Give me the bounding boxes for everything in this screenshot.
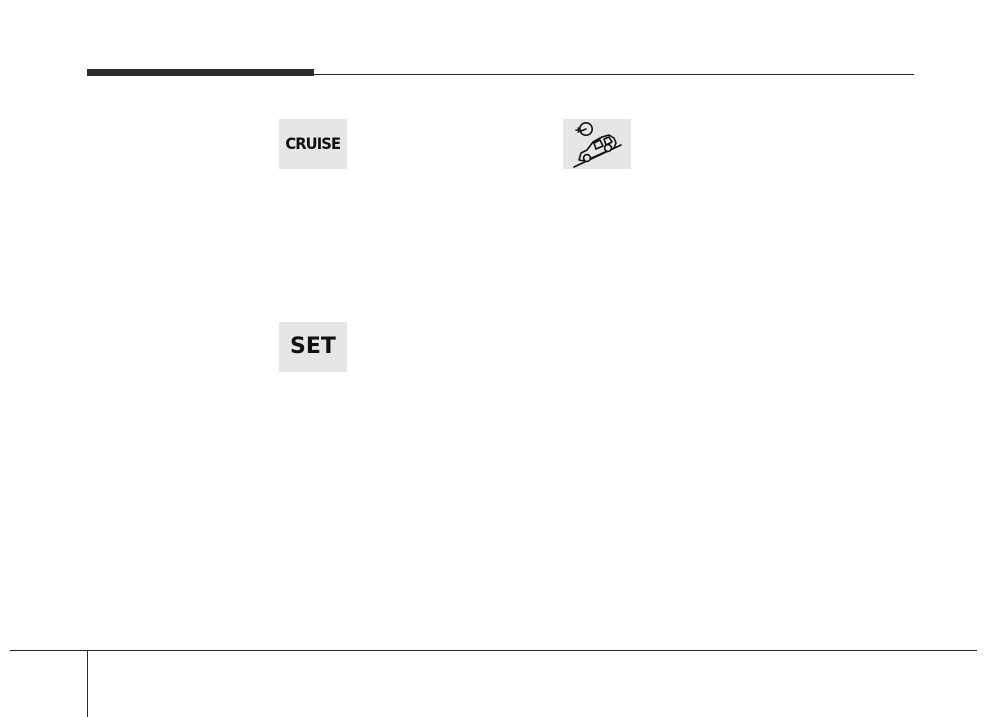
footer-rule — [10, 650, 977, 651]
set-indicator-label: SET — [290, 334, 336, 359]
downhill-brake-control-icon — [563, 119, 631, 169]
cruise-indicator-label: CRUISE — [285, 134, 342, 153]
header-rule-thin — [314, 74, 914, 75]
set-indicator: SET — [279, 322, 347, 372]
footer-divider — [87, 650, 88, 717]
header-rule-thick — [87, 69, 314, 76]
cruise-indicator: CRUISE — [279, 119, 347, 169]
downhill-car-icon — [573, 122, 622, 168]
